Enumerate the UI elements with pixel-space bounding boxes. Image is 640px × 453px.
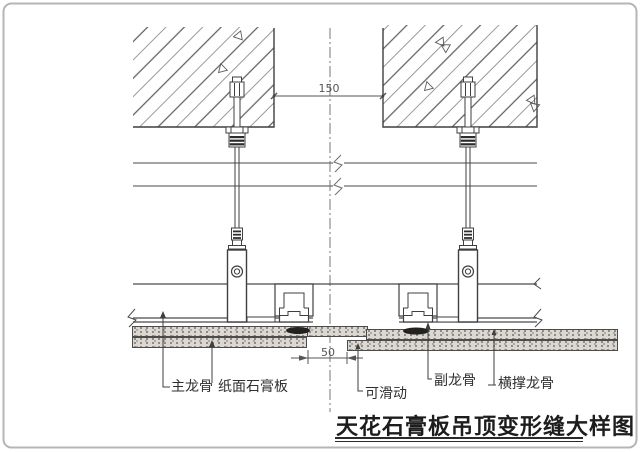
gypsum-board-right-lower bbox=[347, 340, 618, 351]
label-slidable: 可滑动 bbox=[365, 387, 407, 402]
left-concrete-slab bbox=[133, 27, 275, 128]
board-gap-dimension-lines bbox=[291, 350, 363, 364]
gypsum-board-left-lower bbox=[132, 337, 307, 348]
right-concrete-slab bbox=[382, 25, 538, 128]
left-clip bbox=[286, 327, 310, 334]
title-underline-bottom bbox=[335, 441, 583, 442]
slab-gap-dimension-text: 150 bbox=[318, 82, 340, 95]
upper-level-lines bbox=[133, 154, 537, 196]
board-gap-dimension-text: 50 bbox=[321, 346, 335, 359]
slab-gap-dimension-lines bbox=[270, 92, 387, 100]
label-cross-brace-runner: 横撑龙骨 bbox=[498, 377, 554, 392]
title-underline-top bbox=[335, 437, 583, 439]
label-secondary-runner: 副龙骨 bbox=[434, 374, 476, 389]
leader-lines bbox=[160, 311, 497, 392]
right-clip bbox=[403, 327, 429, 335]
label-gypsum-board: 纸面石膏板 bbox=[218, 380, 288, 395]
label-main-runner: 主龙骨 bbox=[171, 380, 213, 395]
drawing-title: 天花石膏板吊顶变形缝大样图 bbox=[336, 414, 636, 439]
